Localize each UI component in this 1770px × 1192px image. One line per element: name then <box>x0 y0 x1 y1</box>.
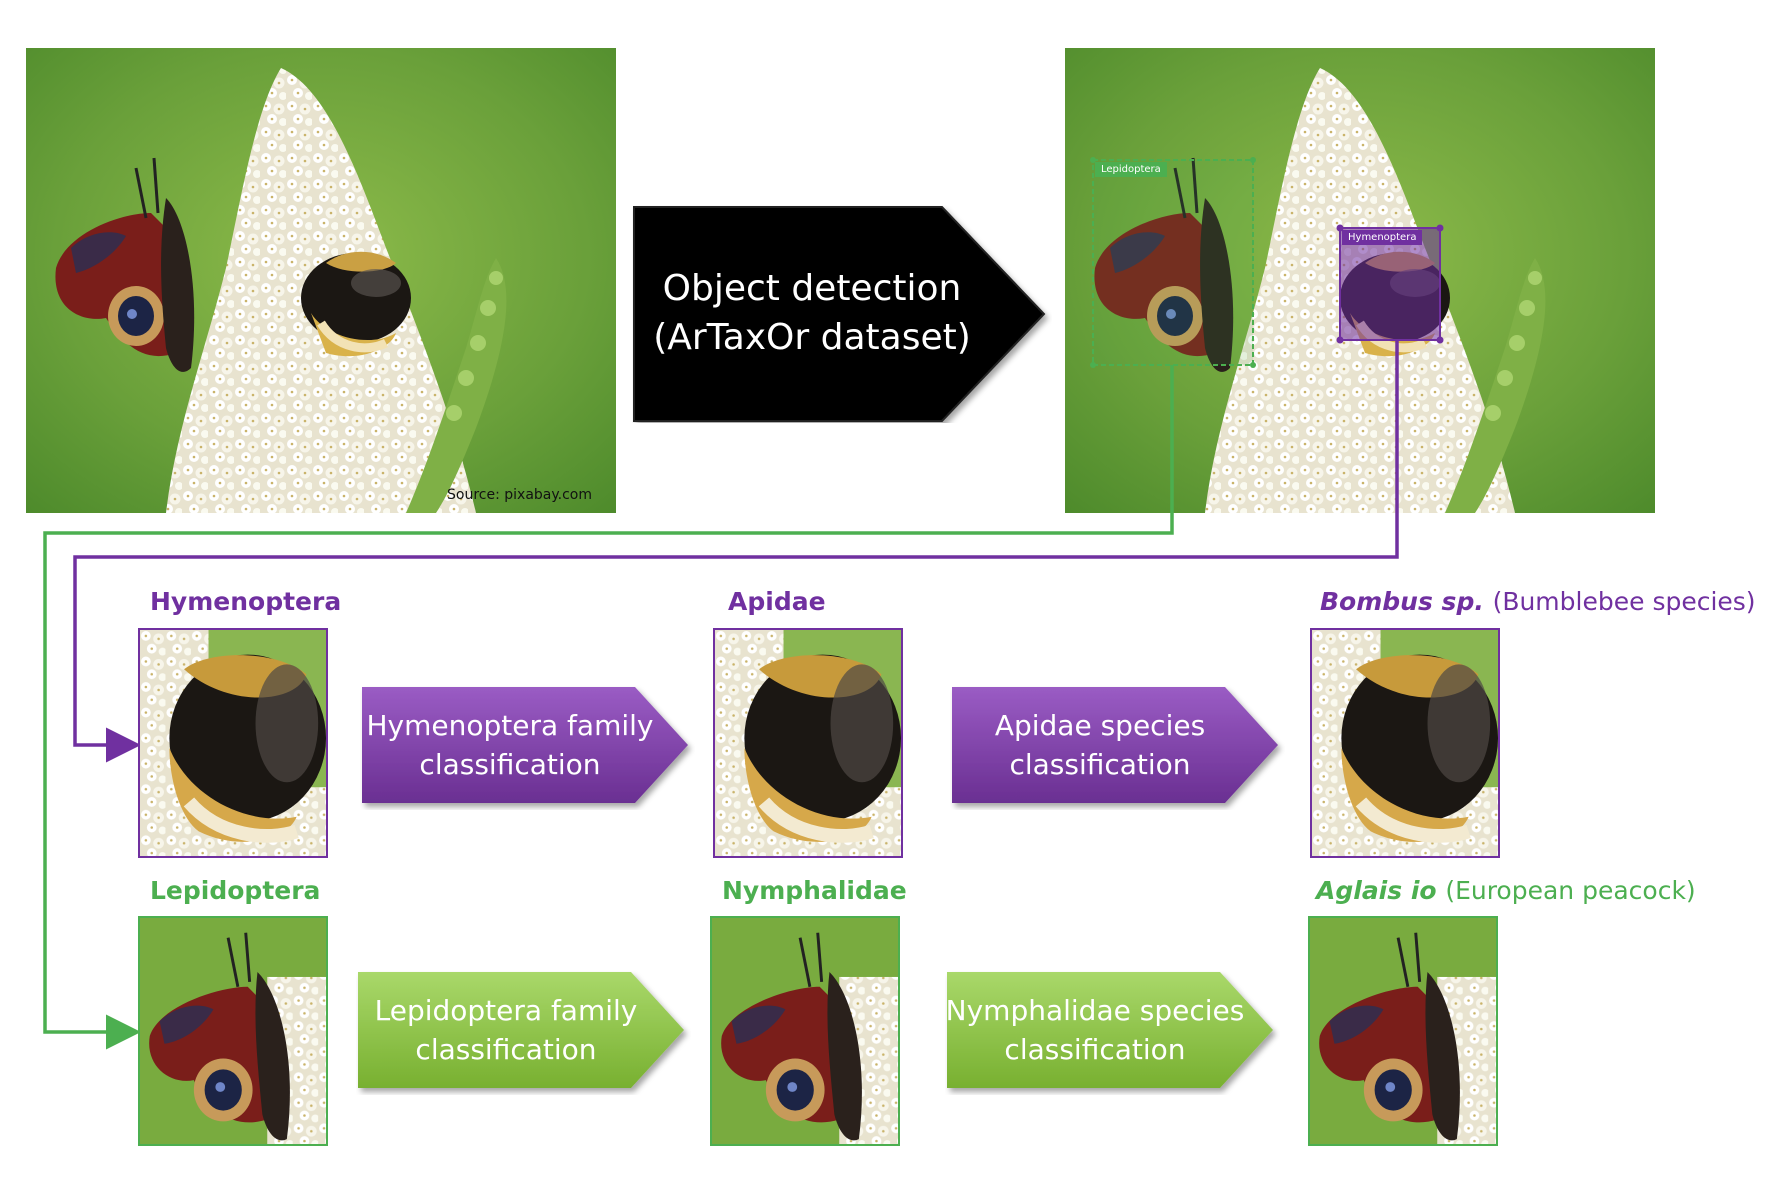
apidae-species-step-arrow: Apidae species classification <box>950 685 1285 810</box>
hymenoptera-crop <box>138 628 328 858</box>
nymphalidae-title: Nymphalidae <box>722 876 907 905</box>
hymenoptera-detection-label: Hymenoptera <box>1342 230 1423 245</box>
nymphalidae-crop <box>710 916 900 1146</box>
aglais-title-italic: Aglais io <box>1316 876 1437 905</box>
aglais-crop <box>1308 916 1498 1146</box>
purple-connector <box>73 340 1399 763</box>
nymphalidae-species-step-arrow: Nymphalidae species classification <box>945 970 1280 1095</box>
lepidoptera-crop <box>138 916 328 1146</box>
hymenoptera-family-step-arrow: Hymenoptera family classification <box>360 685 695 810</box>
bombus-crop <box>1310 628 1500 858</box>
source-credit: Source: pixabay.com <box>447 487 592 503</box>
hymenoptera-title: Hymenoptera <box>150 587 342 616</box>
detection-arrow-shape <box>633 206 1046 422</box>
bombus-title-common: (Bumblebee species) <box>1492 587 1756 616</box>
lepidoptera-title: Lepidoptera <box>150 876 321 905</box>
green-connector <box>43 365 1174 1050</box>
aglais-title: Aglais io (European peacock) <box>1316 876 1696 905</box>
apidae-crop <box>713 628 903 858</box>
detection-photo-image <box>1065 48 1655 513</box>
detection-photo: Lepidoptera Hymenoptera <box>1065 48 1655 513</box>
aglais-title-common: (European peacock) <box>1445 876 1696 905</box>
lepidoptera-family-step-arrow: Lepidoptera family classification <box>356 970 691 1095</box>
bombus-title-italic: Bombus sp. <box>1320 587 1484 616</box>
source-photo: Source: pixabay.com <box>26 48 616 513</box>
hymenoptera-bounding-box <box>1339 227 1441 341</box>
lepidoptera-detection-label: Lepidoptera <box>1095 162 1167 177</box>
apidae-title: Apidae <box>728 587 826 616</box>
bombus-title: Bombus sp. (Bumblebee species) <box>1320 587 1756 616</box>
